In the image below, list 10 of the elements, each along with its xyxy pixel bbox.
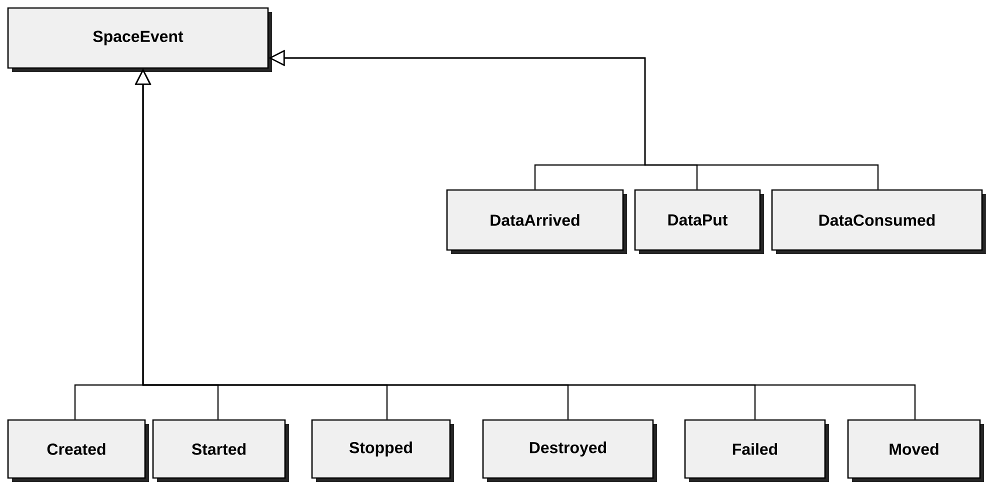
- class-box: Started: [152, 419, 289, 482]
- class-box: Destroyed: [482, 419, 657, 482]
- class-box: DataConsumed: [771, 189, 986, 254]
- class-box: DataArrived: [446, 189, 627, 254]
- class-box: Moved: [847, 419, 984, 482]
- class-box: Stopped: [311, 419, 454, 482]
- class-box: DataPut: [634, 189, 764, 254]
- class-box: Failed: [684, 419, 829, 482]
- class-box: Created: [7, 419, 149, 482]
- class-box: SpaceEvent: [7, 7, 272, 72]
